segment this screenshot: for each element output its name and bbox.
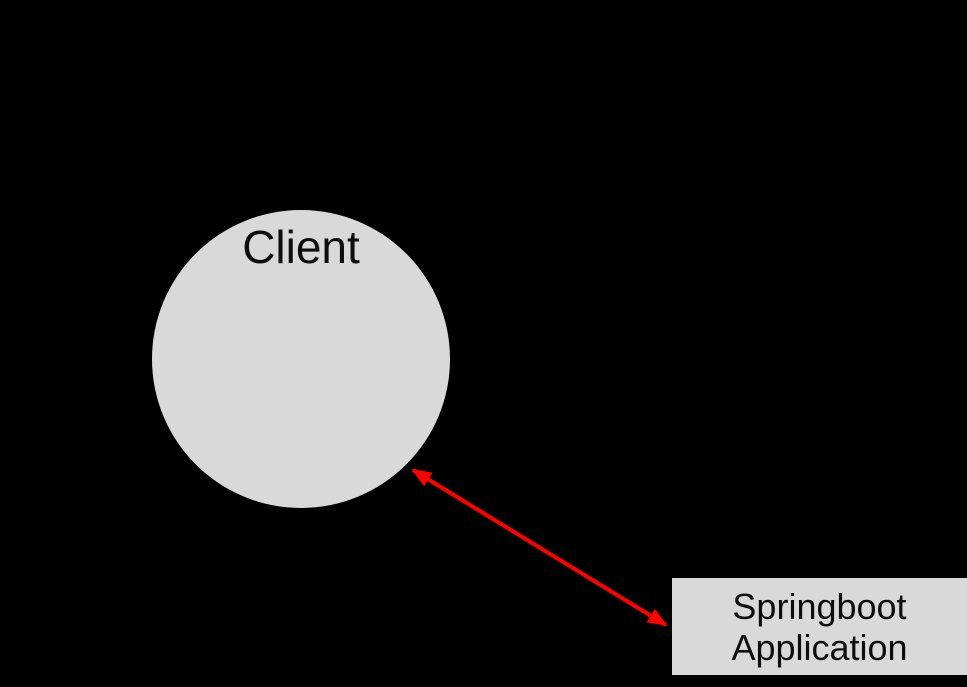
springboot-node: Springboot Application: [672, 578, 967, 675]
client-node-label: Client: [242, 221, 360, 273]
springboot-node-label-line1: Springboot: [732, 585, 907, 627]
connector-line: [411, 468, 668, 627]
springboot-node-label-line2: Application: [731, 626, 908, 668]
client-node: Client: [152, 210, 450, 508]
